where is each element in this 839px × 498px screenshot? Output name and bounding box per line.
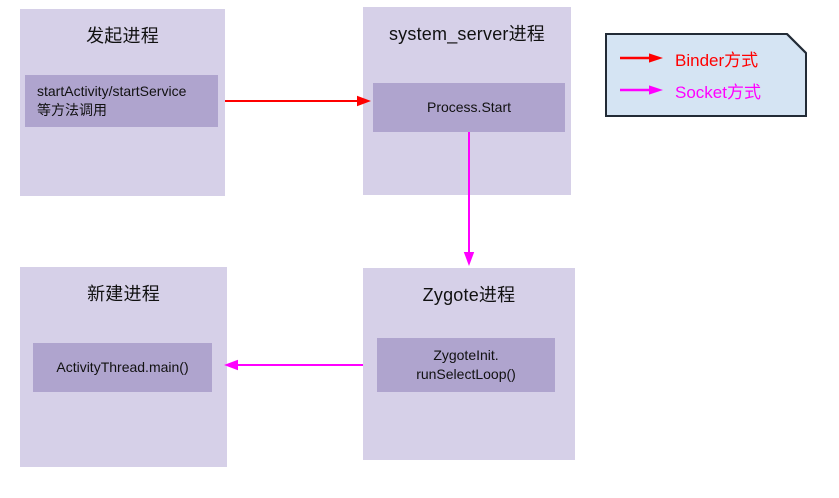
method-line: 等方法调用 bbox=[37, 102, 107, 118]
legend-label-binder: Binder方式 bbox=[675, 50, 759, 70]
system-server-process-title: system_server进程 bbox=[388, 24, 546, 44]
zygote-process-box: Zygote进程 ZygoteInit. runSelectLoop() bbox=[363, 268, 575, 460]
legend-row-socket: Socket方式 bbox=[618, 74, 761, 106]
zygote-process-title: Zygote进程 bbox=[422, 285, 516, 305]
method-line: ZygoteInit. bbox=[433, 347, 499, 363]
folded-corner-icon bbox=[786, 33, 807, 54]
legend-label-socket: Socket方式 bbox=[675, 82, 761, 102]
system-server-process-box: system_server进程 Process.Start bbox=[363, 7, 571, 195]
binder-arrow-icon bbox=[225, 95, 371, 107]
process-start-method-box: Process.Start bbox=[373, 83, 565, 132]
method-line: ActivityThread.main() bbox=[56, 359, 189, 375]
legend-note: Binder方式 Socket方式 bbox=[605, 33, 807, 117]
initiator-process-box: 发起进程 startActivity/startService 等方法调用 bbox=[20, 9, 225, 196]
activity-thread-main-method-box: ActivityThread.main() bbox=[33, 343, 212, 392]
socket-arrow-left-icon bbox=[224, 359, 363, 371]
method-line: Process.Start bbox=[426, 99, 512, 115]
socket-legend-arrow-icon bbox=[620, 85, 663, 95]
new-process-box: 新建进程 ActivityThread.main() bbox=[20, 267, 227, 467]
method-line: startActivity/startService bbox=[37, 83, 187, 99]
legend-note-shape bbox=[605, 33, 807, 117]
zygote-init-method-box: ZygoteInit. runSelectLoop() bbox=[377, 338, 555, 392]
new-process-title: 新建进程 bbox=[87, 284, 160, 304]
initiator-process-title: 发起进程 bbox=[86, 26, 159, 46]
method-line: runSelectLoop() bbox=[416, 366, 516, 382]
start-activity-method-box: startActivity/startService 等方法调用 bbox=[25, 75, 218, 127]
legend-row-binder: Binder方式 bbox=[618, 42, 761, 74]
legend-rows: Binder方式 Socket方式 bbox=[618, 42, 761, 106]
binder-legend-arrow-icon bbox=[620, 53, 663, 63]
